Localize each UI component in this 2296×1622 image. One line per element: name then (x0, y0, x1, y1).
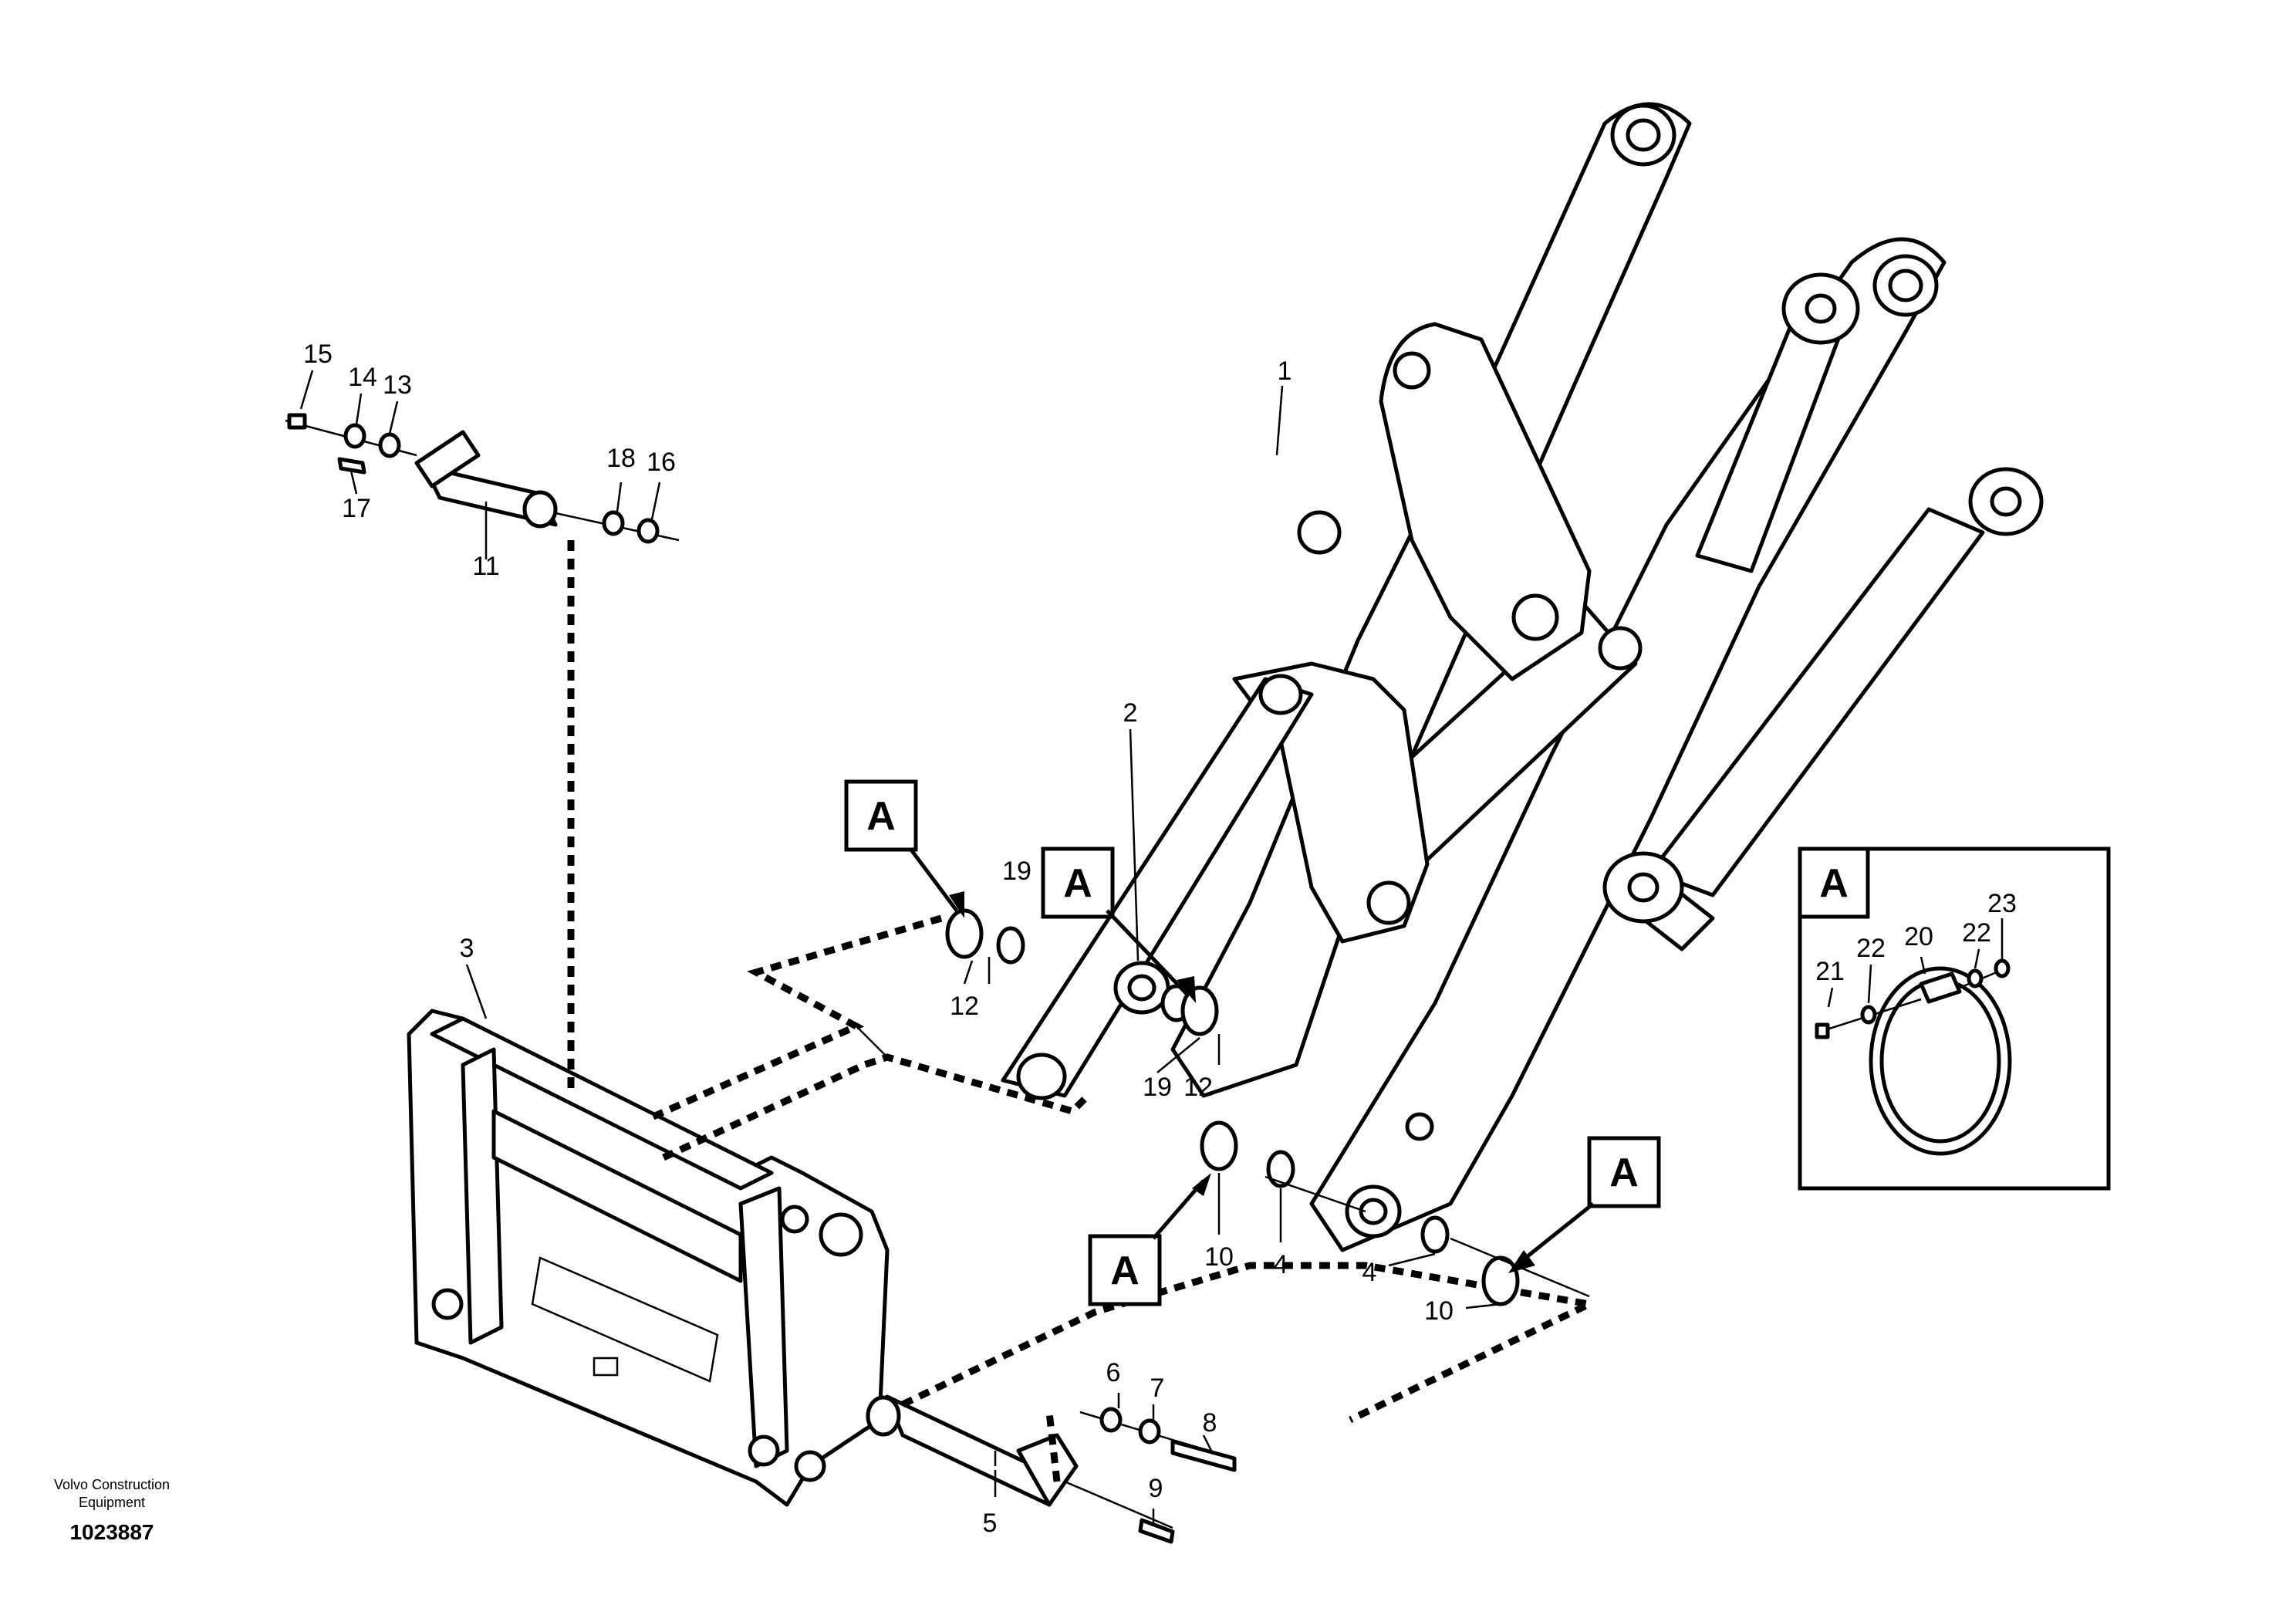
assembly-lines (567, 540, 1601, 1482)
callout-2: 2 (1123, 698, 1138, 728)
detail-ref-a-1: A (844, 779, 964, 918)
detail-ref-a-3: A (1088, 1173, 1211, 1306)
callout-20: 20 (1904, 922, 1933, 951)
callout-15: 15 (303, 340, 333, 369)
callout-10b: 10 (1424, 1296, 1454, 1326)
leader-lines (299, 370, 1501, 1524)
callout-8: 8 (1203, 1408, 1217, 1438)
detail-ref-label: A (1063, 861, 1092, 906)
callout-18: 18 (606, 444, 636, 473)
callout-6: 6 (1106, 1358, 1121, 1387)
callout-19a: 19 (1002, 857, 1032, 886)
pin-5 (866, 1394, 1237, 1544)
callout-14: 14 (348, 363, 377, 392)
callout-12b: 12 (1183, 1073, 1213, 1102)
rings-and-washers (945, 908, 1590, 1306)
company-line-2: Equipment (79, 1495, 145, 1510)
callout-4b: 4 (1362, 1258, 1377, 1287)
detail-ref-label: A (866, 794, 896, 839)
callout-7: 7 (1150, 1374, 1165, 1403)
callout-22b: 22 (1962, 918, 1991, 948)
callout-21: 21 (1815, 957, 1845, 986)
lift-arm-assembly (1001, 102, 2044, 1252)
callout-1: 1 (1278, 357, 1292, 386)
callout-16: 16 (647, 448, 676, 477)
detail-ref-a-2: A (1041, 846, 1196, 1003)
callout-17: 17 (342, 494, 371, 523)
callout-3: 3 (460, 934, 474, 963)
callout-11: 11 (472, 552, 499, 581)
company-line-1: Volvo Construction (54, 1477, 170, 1492)
callout-22a: 22 (1856, 934, 1886, 963)
footer: Volvo Construction Equipment 1023887 (54, 1477, 170, 1544)
drawing-number: 1023887 (69, 1520, 154, 1544)
callout-23: 23 (1987, 889, 2017, 918)
callout-10a: 10 (1204, 1242, 1234, 1272)
callout-4a: 4 (1274, 1250, 1288, 1279)
callout-12a: 12 (950, 992, 979, 1021)
inset-label: A (1819, 861, 1849, 906)
pin-11 (285, 413, 680, 544)
callout-labels: 1 2 3 4 4 5 6 7 8 9 10 10 11 12 12 13 14… (303, 340, 2017, 1538)
callout-19b: 19 (1143, 1073, 1172, 1102)
detail-ref-label: A (1110, 1249, 1140, 1293)
callout-13: 13 (383, 370, 412, 400)
detail-ref-label: A (1609, 1151, 1639, 1195)
callout-9: 9 (1149, 1474, 1163, 1503)
callout-5: 5 (983, 1509, 998, 1538)
detail-ref-a-4: A (1508, 1136, 1661, 1273)
inset-detail-a: A (1798, 846, 2111, 1191)
